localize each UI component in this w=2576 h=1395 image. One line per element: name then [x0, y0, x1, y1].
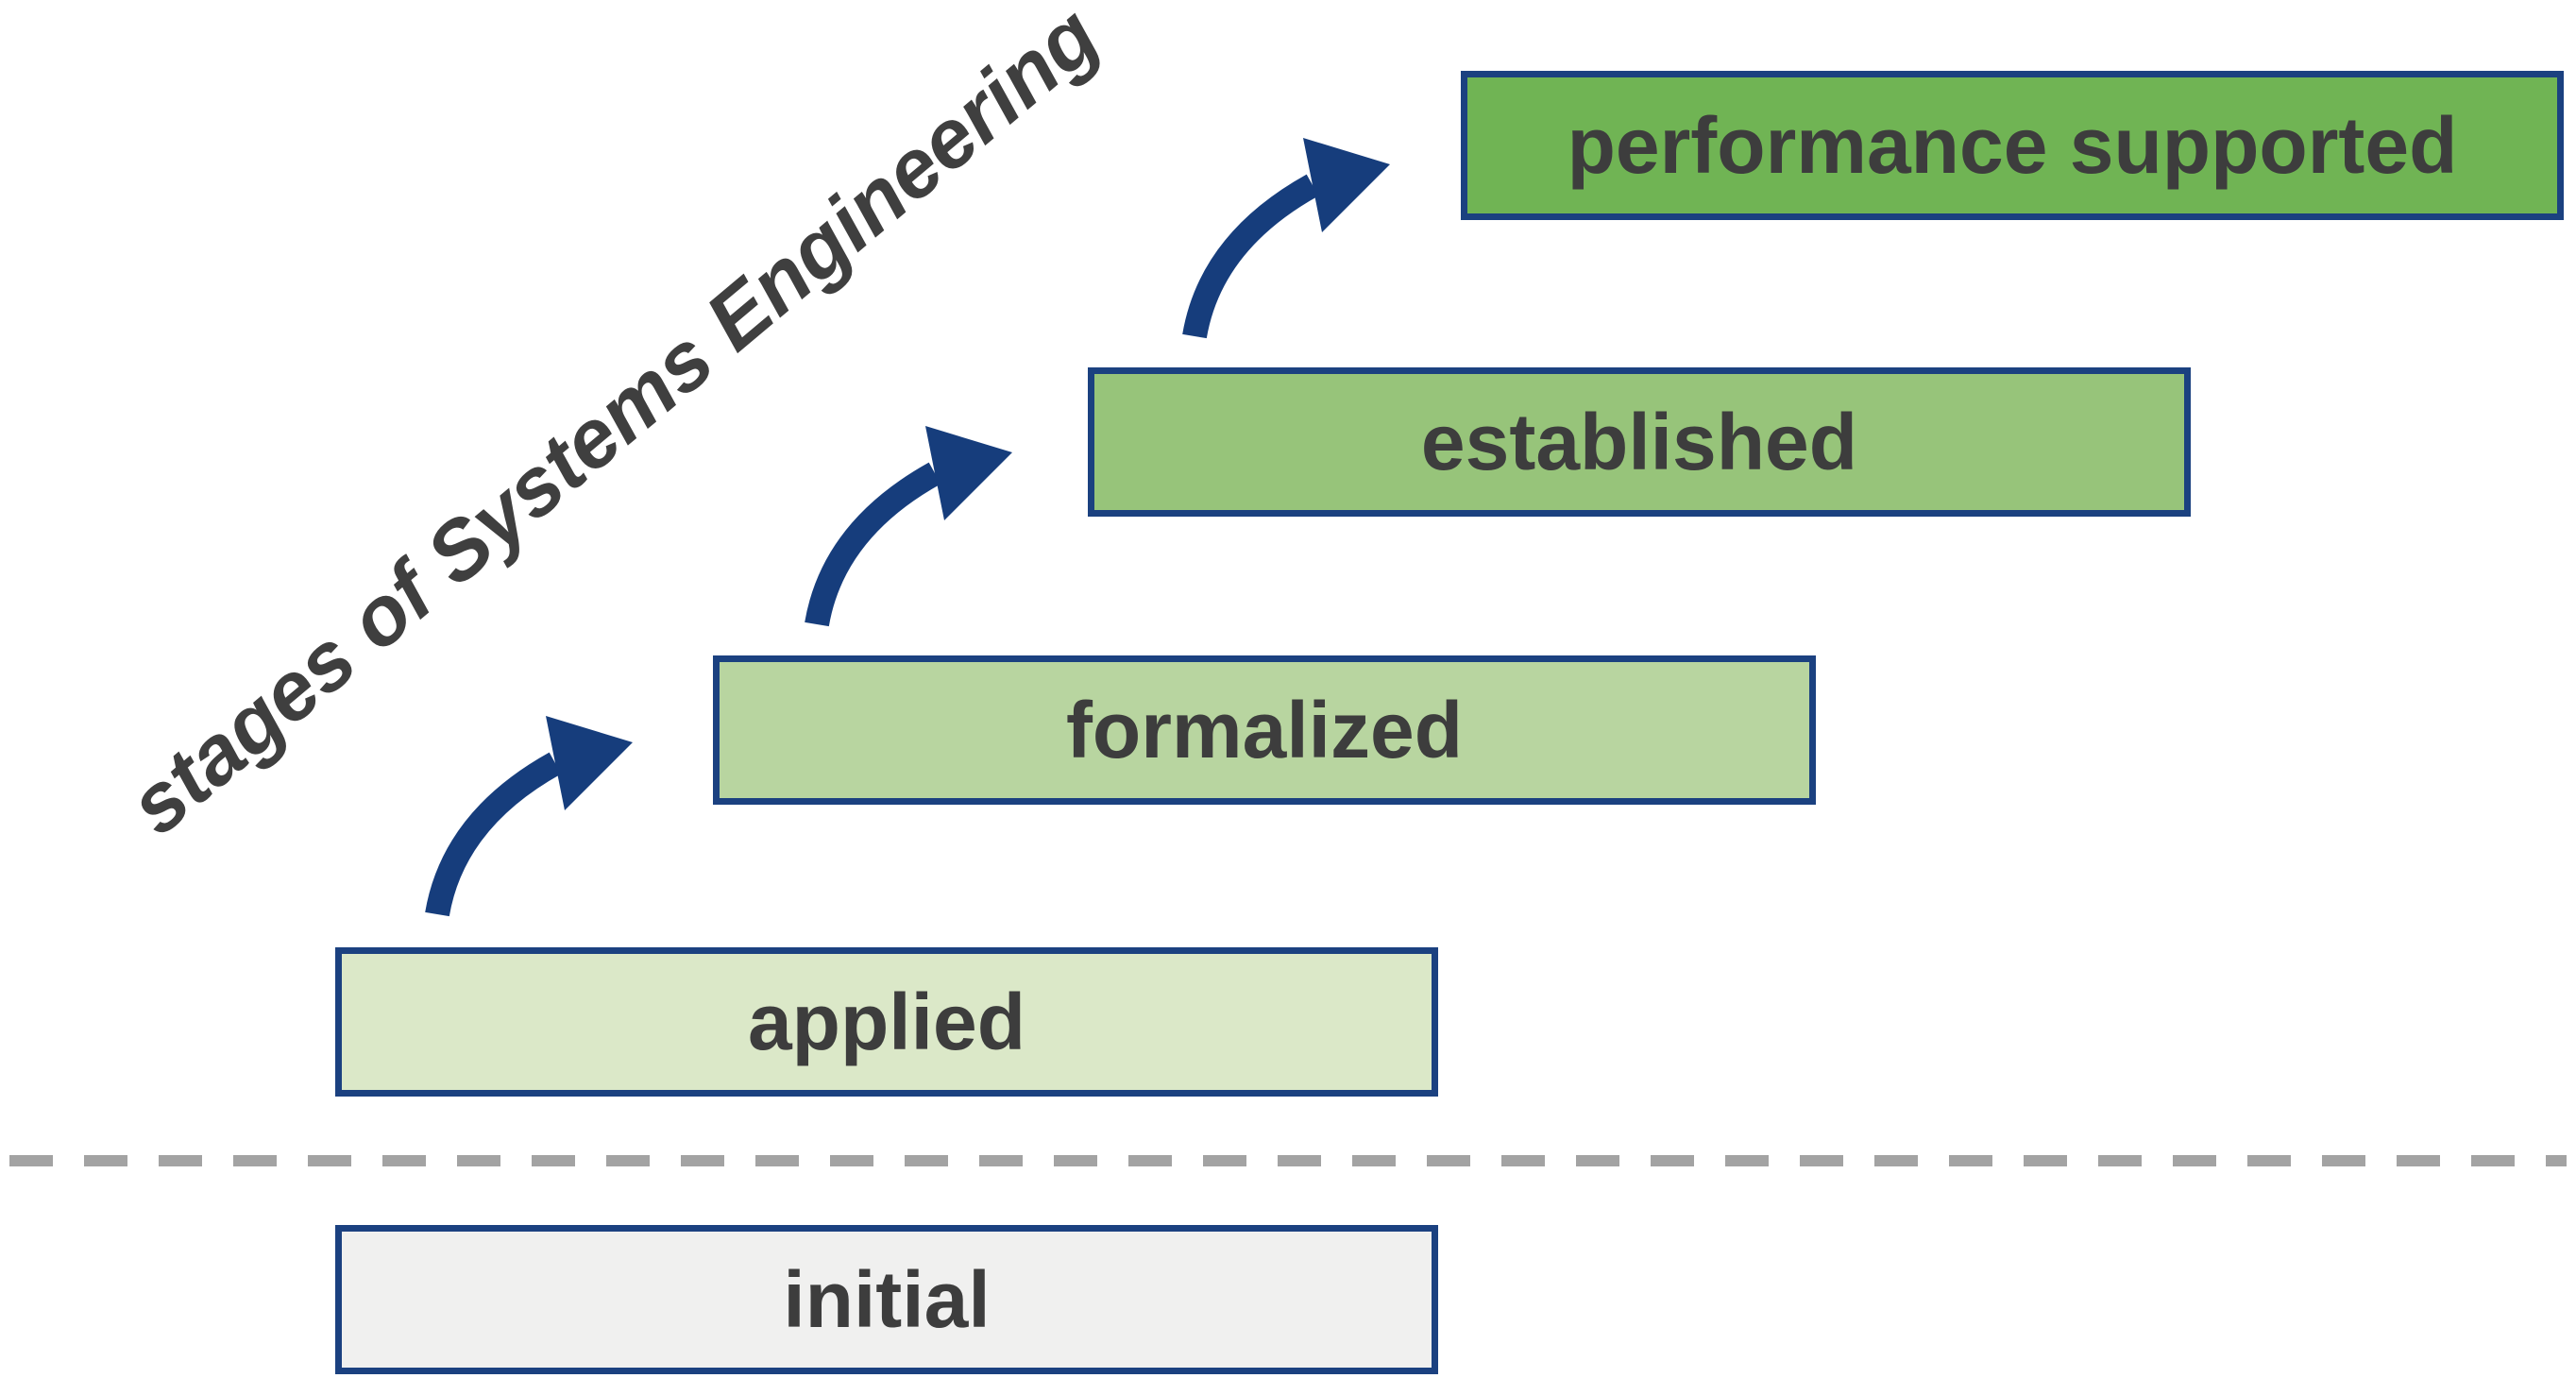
- stage-label: formalized: [1065, 685, 1464, 774]
- arrow-head: [546, 716, 633, 810]
- stage-box-initial: initial: [335, 1225, 1438, 1374]
- curved-up-arrow-icon: [805, 426, 1012, 627]
- arrow-head: [925, 426, 1012, 520]
- arrow-body: [805, 462, 941, 627]
- stage-box-applied: applied: [335, 947, 1438, 1097]
- arrow-body: [425, 752, 562, 917]
- stage-label: initial: [783, 1254, 991, 1344]
- stage-box-established: established: [1088, 367, 2191, 517]
- stage-label: performance supported: [1567, 100, 2458, 190]
- curved-up-arrow-icon: [1182, 138, 1390, 339]
- arrow-body: [1182, 174, 1319, 339]
- baseline-dashed-line: [9, 1155, 2567, 1166]
- curved-up-arrow-icon: [425, 716, 633, 917]
- stage-box-performance-supported: performance supported: [1461, 71, 2564, 220]
- stage-box-formalized: formalized: [713, 655, 1816, 805]
- stage-label: established: [1420, 397, 1858, 486]
- arrow-head: [1303, 138, 1390, 232]
- stage-label: applied: [747, 977, 1026, 1066]
